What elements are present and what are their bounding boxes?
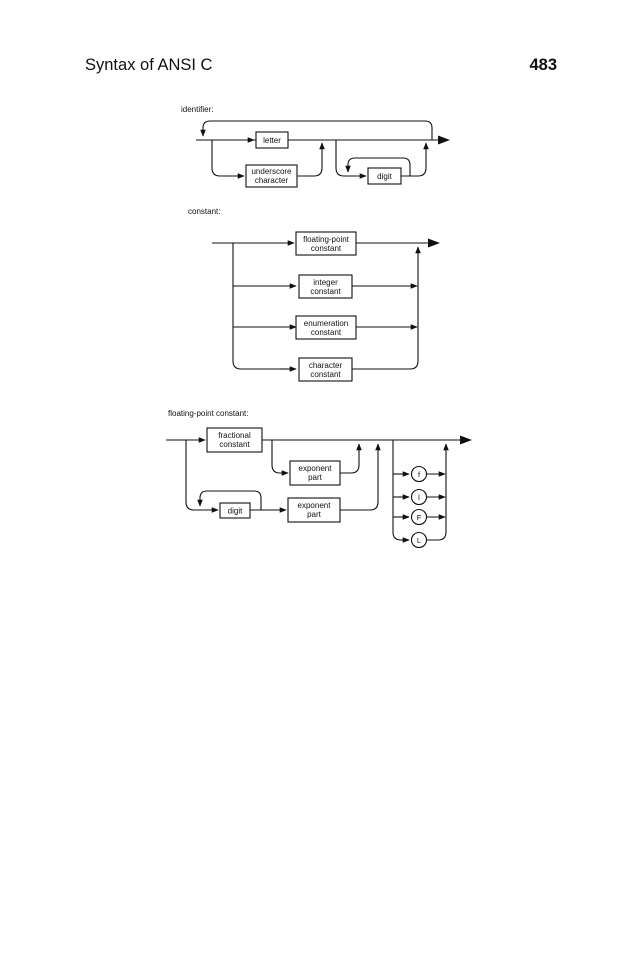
floating-point-constant-box xyxy=(295,231,357,256)
suffix-F-circle xyxy=(410,508,428,526)
integer-text-2: constant xyxy=(310,287,341,296)
identifier-diagram: identifier: letter underscore character … xyxy=(181,105,450,188)
exponent-part-box-a xyxy=(289,460,341,486)
fractional-text-1: fractional xyxy=(218,431,251,440)
constant-left-bus xyxy=(232,243,296,370)
suffix-L-text: L xyxy=(417,536,421,545)
identifier-digit-text: digit xyxy=(377,172,392,181)
identifier-underscore-branch-out xyxy=(297,142,325,177)
suffix-f-text: f xyxy=(418,470,421,479)
suffix-F-text: F xyxy=(417,513,422,522)
floating-point-constant-diagram: floating-point constant: fractional cons… xyxy=(166,409,472,549)
floating-text-1: floating-point xyxy=(303,235,350,244)
identifier-digit-branch-out xyxy=(401,142,429,177)
suffix-f-circle xyxy=(410,465,428,483)
underscore-text-2: character xyxy=(255,176,289,185)
enumeration-constant-box xyxy=(295,315,357,340)
exponent-a-text-2: part xyxy=(308,473,323,482)
page-header-title: Syntax of ANSI C xyxy=(85,56,213,74)
fp-exit-arrow xyxy=(460,435,472,445)
fp-suffix-bus-right xyxy=(427,443,449,541)
character-text-1: character xyxy=(309,361,343,370)
integer-text-1: integer xyxy=(313,278,338,287)
exponent-b-text-1: exponent xyxy=(298,501,332,510)
fractional-constant-box xyxy=(206,427,263,453)
suffix-l-text: l xyxy=(418,493,420,502)
identifier-label: identifier: xyxy=(181,105,213,114)
letter-text: letter xyxy=(263,136,281,145)
fp-exponent-b-out xyxy=(340,443,381,511)
fp-to-exponent-a xyxy=(271,440,289,476)
fp-digit-text: digit xyxy=(228,507,243,516)
fp-exponent-a-out xyxy=(340,443,362,474)
enumeration-text-1: enumeration xyxy=(304,319,348,328)
identifier-digit-branch-in xyxy=(335,140,367,179)
page-number: 483 xyxy=(529,56,557,74)
exponent-b-text-2: part xyxy=(307,510,322,519)
integer-constant-box xyxy=(298,274,353,299)
exponent-a-text-1: exponent xyxy=(299,464,333,473)
suffix-l-circle xyxy=(410,488,428,506)
fp-to-digit xyxy=(185,440,219,513)
enumeration-text-2: constant xyxy=(311,328,342,337)
identifier-repeat-loop xyxy=(200,120,433,140)
constant-exit-arrow xyxy=(428,238,440,248)
constant-label: constant: xyxy=(188,207,220,216)
underscore-character-box xyxy=(245,164,298,188)
constant-diagram: constant: floating-point constant intege… xyxy=(188,207,440,382)
identifier-exit-arrow xyxy=(438,135,450,145)
identifier-underscore-branch-in xyxy=(211,140,245,179)
floating-text-2: constant xyxy=(311,244,342,253)
exponent-part-box-b xyxy=(287,497,341,523)
identifier-digit-box xyxy=(367,167,402,185)
identifier-digit-loop xyxy=(345,157,411,176)
fp-digit-loop xyxy=(197,490,262,510)
underscore-text-1: underscore xyxy=(251,167,292,176)
floating-point-constant-label: floating-point constant: xyxy=(168,409,249,418)
character-constant-box xyxy=(298,357,353,382)
constant-right-bus xyxy=(352,246,421,370)
character-text-2: constant xyxy=(310,370,341,379)
letter-box xyxy=(255,131,289,149)
fp-digit-box xyxy=(219,502,251,519)
suffix-L-circle xyxy=(410,531,428,549)
fp-suffix-bus-left xyxy=(392,440,408,541)
fractional-text-2: constant xyxy=(219,440,250,449)
